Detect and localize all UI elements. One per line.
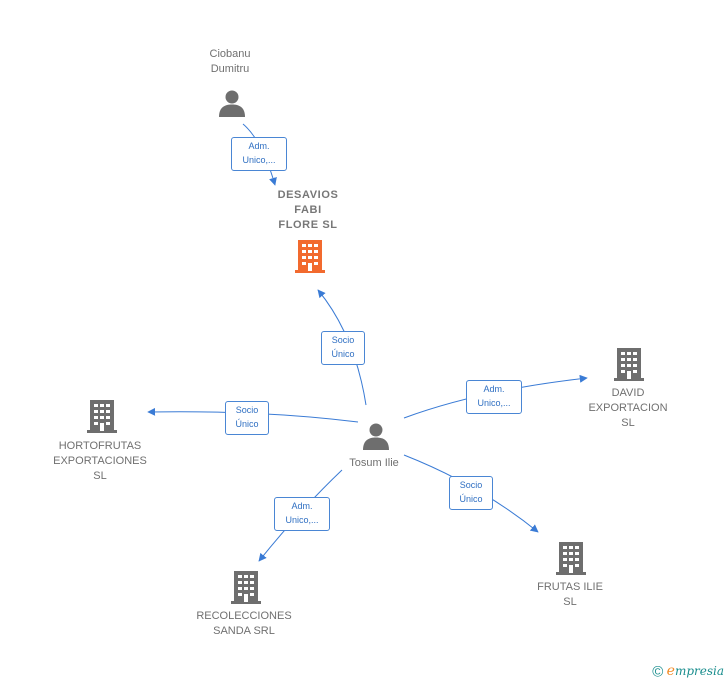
building-icon[interactable] bbox=[229, 569, 263, 605]
brand-logo[interactable]: empresia bbox=[666, 662, 724, 679]
building-icon[interactable] bbox=[85, 398, 119, 434]
edge-label-tosum-recolecciones[interactable]: Adm. Unico,... bbox=[274, 497, 330, 531]
building-icon[interactable] bbox=[554, 540, 588, 576]
building-icon[interactable] bbox=[293, 238, 327, 274]
node-label-hortofrutas[interactable]: HORTOFRUTAS EXPORTACIONES SL bbox=[53, 440, 147, 482]
node-label-frutas[interactable]: FRUTAS ILIE SL bbox=[537, 581, 603, 608]
node-label-david[interactable]: DAVID EXPORTACION SL bbox=[588, 387, 668, 429]
node-label-desavios[interactable]: DESAVIOS FABI FLORE SL bbox=[277, 189, 339, 231]
edge-label-tosum-frutas[interactable]: Socio Único bbox=[449, 476, 493, 510]
copyright-icon: © bbox=[652, 663, 664, 680]
person-icon[interactable] bbox=[361, 421, 391, 451]
building-icon[interactable] bbox=[612, 346, 646, 382]
node-label-tosum[interactable]: Tosum Ilie bbox=[349, 457, 399, 469]
node-label-recolecciones[interactable]: RECOLECCIONES SANDA SRL bbox=[196, 610, 292, 637]
node-label-ciobanu[interactable]: Ciobanu Dumitru bbox=[209, 48, 251, 75]
edge-label-tosum-desavios[interactable]: Socio Único bbox=[321, 331, 365, 365]
edge-label-tosum-david[interactable]: Adm. Unico,... bbox=[466, 380, 522, 414]
edge-label-tosum-hortofrutas[interactable]: Socio Único bbox=[225, 401, 269, 435]
brand-footer: © empresia bbox=[652, 663, 724, 680]
person-icon[interactable] bbox=[217, 88, 247, 118]
edge-label-ciobanu-desavios[interactable]: Adm. Unico,... bbox=[231, 137, 287, 171]
